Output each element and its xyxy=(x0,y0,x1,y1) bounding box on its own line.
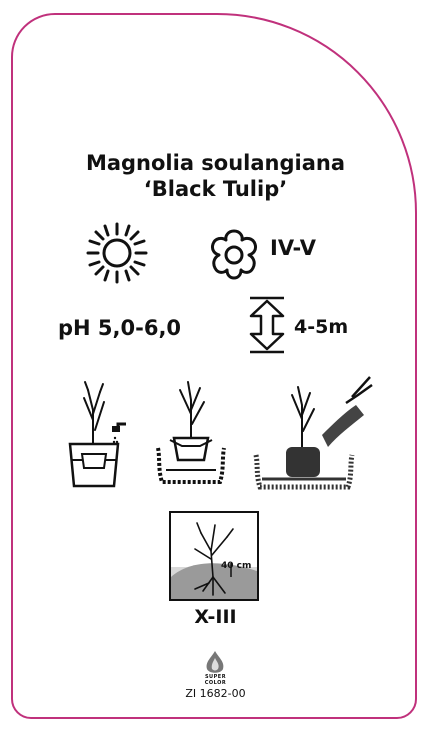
plant-label-card xyxy=(11,13,417,719)
brand-name-bottom: COLOR xyxy=(204,680,227,686)
soil-filling-icon xyxy=(253,376,373,490)
brand-name-top: SUPER xyxy=(204,674,227,680)
brand-logo-icon xyxy=(206,651,224,673)
flower-icon xyxy=(211,229,257,280)
height-arrow-icon xyxy=(249,296,285,354)
height-value: 4-5m xyxy=(294,316,349,338)
planting-depth-icon xyxy=(169,511,259,601)
sun-icon xyxy=(86,222,148,284)
bucket-watering-icon xyxy=(68,381,126,488)
catalog-code: ZI 1682-00 xyxy=(185,687,246,700)
hardiness-zone: X-III xyxy=(194,606,237,628)
hole-planting-icon xyxy=(156,381,226,484)
soil-ph: pH 5,0-6,0 xyxy=(58,316,182,340)
flowering-months: IV-V xyxy=(270,236,316,260)
plant-cultivar: ‘Black Tulip’ xyxy=(143,177,288,201)
plant-name: Magnolia soulangiana xyxy=(85,151,346,175)
planting-depth-label: 40 cm xyxy=(221,561,252,571)
